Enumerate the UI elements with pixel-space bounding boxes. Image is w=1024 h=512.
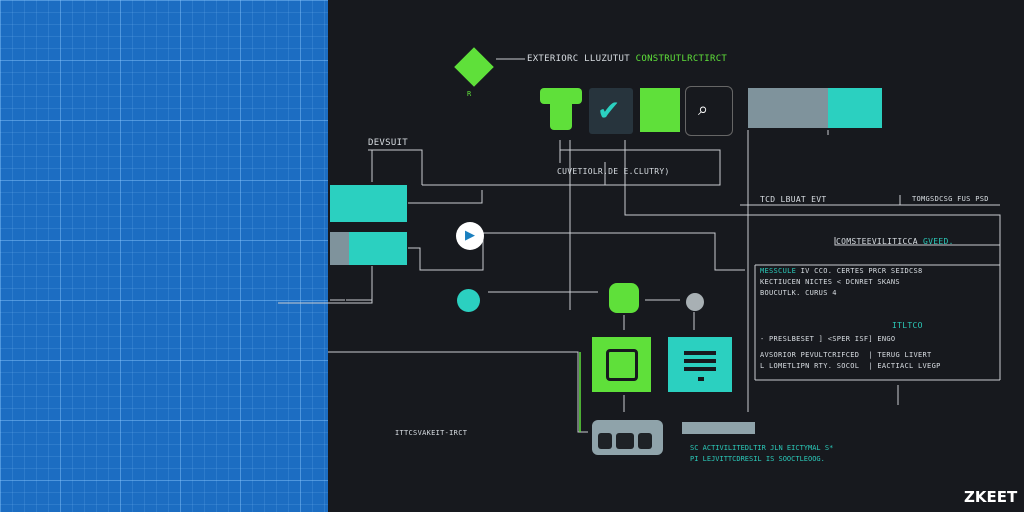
sub-header: ITLTCO	[892, 321, 923, 330]
list-doc-icon[interactable]	[668, 337, 732, 392]
left-label: DEVSUIT	[368, 138, 409, 148]
table-cell: L LOMETLIPN RTY. SOCOL	[760, 362, 860, 370]
code-text: IV CCO. CERTES PRCR SEIDCS8	[800, 267, 923, 275]
code-text: PI LEJVITTCDRESIL IS SOOCTLEOOG.	[690, 455, 825, 463]
code-token: MESSCULE	[760, 267, 797, 275]
logo: ZKEET	[964, 488, 1018, 506]
mid-label: CUVETIOLR.DE E.CLUTRY)	[557, 167, 670, 176]
device-controls[interactable]	[592, 420, 663, 455]
bottom-code: SC ACTIVILITEDLTIR JLN EICTYMAL S* PI LE…	[690, 443, 833, 465]
info-table: AVSORIOR PEVULTCRIFCED | TERUG LIVERT L …	[760, 351, 941, 370]
title-white: EXTERIORC LLUZUTUT	[527, 54, 630, 64]
table-cell: EACTIACL LVEGP	[877, 362, 941, 370]
t-block-icon[interactable]	[540, 88, 582, 130]
table-cell: AVSORIOR PEVULTCRIFCED	[760, 351, 860, 359]
control-button[interactable]	[638, 433, 652, 449]
teal-box-1[interactable]	[330, 185, 407, 222]
progress-bar	[682, 422, 755, 434]
diagram-title: EXTERIORC LLUZUTUT CONSTRUTLRCTIRCT	[527, 54, 727, 64]
control-button[interactable]	[598, 433, 612, 449]
sub-line: - PRESLBESET ] <SPER ISF] ENGO	[760, 335, 896, 343]
panel-title-white: COMSTEEVILITICCA	[836, 237, 918, 246]
control-button[interactable]	[616, 433, 634, 449]
right-header-left: TCD LBUAT EVT	[760, 195, 827, 204]
panel-title-accent: GVEED.	[923, 237, 954, 246]
teal-bar	[828, 88, 882, 128]
table-cell: TERUG LIVERT	[877, 351, 932, 359]
teal-dot[interactable]	[457, 289, 480, 312]
blueprint-grid-panel	[0, 0, 328, 512]
bottom-label: ITTCSVAKEIT-IRCT	[395, 429, 468, 437]
play-icon[interactable]: ▶	[456, 222, 484, 250]
code-text: SC ACTIVILITEDLTIR JLN EICTYMAL S*	[690, 444, 834, 452]
gray-bar	[748, 88, 828, 128]
green-block-icon[interactable]	[640, 88, 680, 132]
code-text: BOUCUTLK. CURUS 4	[760, 289, 837, 297]
code-text: KECTIUCEN NICTES < DCNRET SKANS	[760, 278, 900, 286]
code-block: MESSCULE IV CCO. CERTES PRCR SEIDCS8 KEC…	[760, 266, 923, 299]
chip-icon[interactable]	[592, 337, 651, 392]
panel-title: COMSTEEVILITICCA GVEED.	[836, 237, 954, 246]
check-icon[interactable]: ✔	[589, 88, 633, 134]
diamond-label: R	[467, 90, 472, 98]
search-icon[interactable]: ⌕	[685, 86, 733, 136]
green-node[interactable]	[609, 283, 639, 313]
title-green: CONSTRUTLRCTIRCT	[635, 54, 728, 64]
gray-dot[interactable]	[686, 293, 704, 311]
right-header-right: TOMGSDCSG FUS PSD	[912, 195, 989, 203]
teal-box-2[interactable]	[330, 232, 407, 265]
